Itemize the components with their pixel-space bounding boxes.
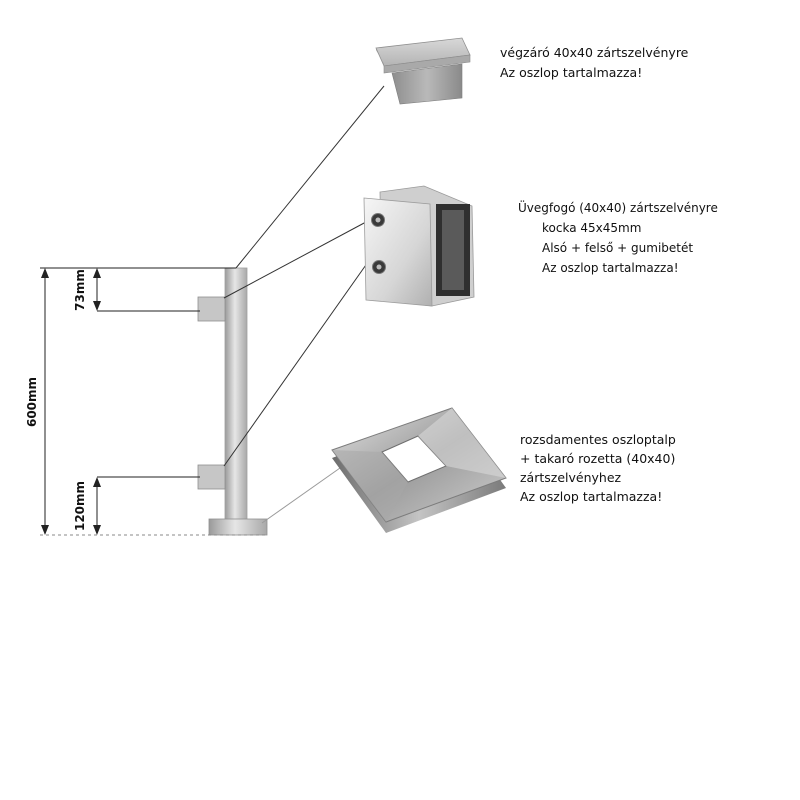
end-cap-edge	[376, 48, 384, 66]
glass-clamp-line-3: Alsó + felső + gumibetét	[542, 241, 694, 255]
glass-clamp-line-1: Üvegfogó (40x40) zártszelvényre	[518, 201, 718, 215]
leader-end-cap	[235, 85, 385, 269]
base-plate-line-2: + takaró rozetta (40x40)	[520, 451, 676, 466]
end-cap-rim	[383, 54, 471, 74]
glass-clamp-screw-upper-hole	[375, 217, 381, 223]
end-cap-callout: végzáró 40x40 zártszelvényre Az oszlop t…	[500, 43, 688, 83]
arrowhead	[93, 301, 101, 311]
glass-clamp-gasket-inner	[442, 210, 464, 290]
arrowhead	[93, 268, 101, 278]
base-plate-line-4: Az oszlop tartalmazza!	[520, 489, 663, 504]
base-plate-bevel-right	[418, 408, 506, 478]
post-lower-clamp	[197, 464, 226, 490]
arrowhead	[41, 268, 49, 278]
glass-clamp-line-4: Az oszlop tartalmazza!	[542, 261, 679, 275]
glass-clamp-screw-lower-hole	[376, 264, 382, 270]
end-cap-line-1: végzáró 40x40 zártszelvényre	[500, 45, 689, 60]
end-cap-plug	[391, 63, 463, 105]
glass-clamp-line-2: kocka 45x45mm	[542, 221, 642, 235]
dim-bottom-label: 120mm	[73, 481, 87, 531]
leader-clamp-lower	[223, 261, 369, 467]
arrowhead	[93, 525, 101, 535]
post-icon	[197, 267, 268, 536]
glass-clamp-callout: Üvegfogó (40x40) zártszelvényre kocka 45…	[518, 198, 718, 278]
dimension-arrowheads	[41, 268, 101, 535]
arrowhead	[93, 477, 101, 487]
post-shaft	[224, 267, 248, 521]
post-base	[208, 518, 268, 536]
base-plate-callout: rozsdamentes oszloptalp + takaró rozetta…	[520, 430, 676, 506]
glass-clamp-icon	[363, 185, 475, 307]
dim-total-label: 600mm	[25, 377, 39, 427]
base-plate-bevel-left	[332, 450, 408, 522]
leader-base-plate	[261, 467, 341, 524]
leader-lines	[223, 85, 385, 524]
dim-top-label: 73mm	[73, 269, 87, 311]
base-plate-icon	[331, 407, 507, 533]
base-plate-line-3: zártszelvényhez	[520, 470, 622, 485]
post-upper-clamp	[197, 296, 226, 322]
base-plate-line-1: rozsdamentes oszloptalp	[520, 432, 676, 447]
end-cap-icon	[375, 37, 471, 105]
leader-clamp-upper	[223, 221, 367, 299]
end-cap-line-2: Az oszlop tartalmazza!	[500, 65, 643, 80]
arrowhead	[41, 525, 49, 535]
